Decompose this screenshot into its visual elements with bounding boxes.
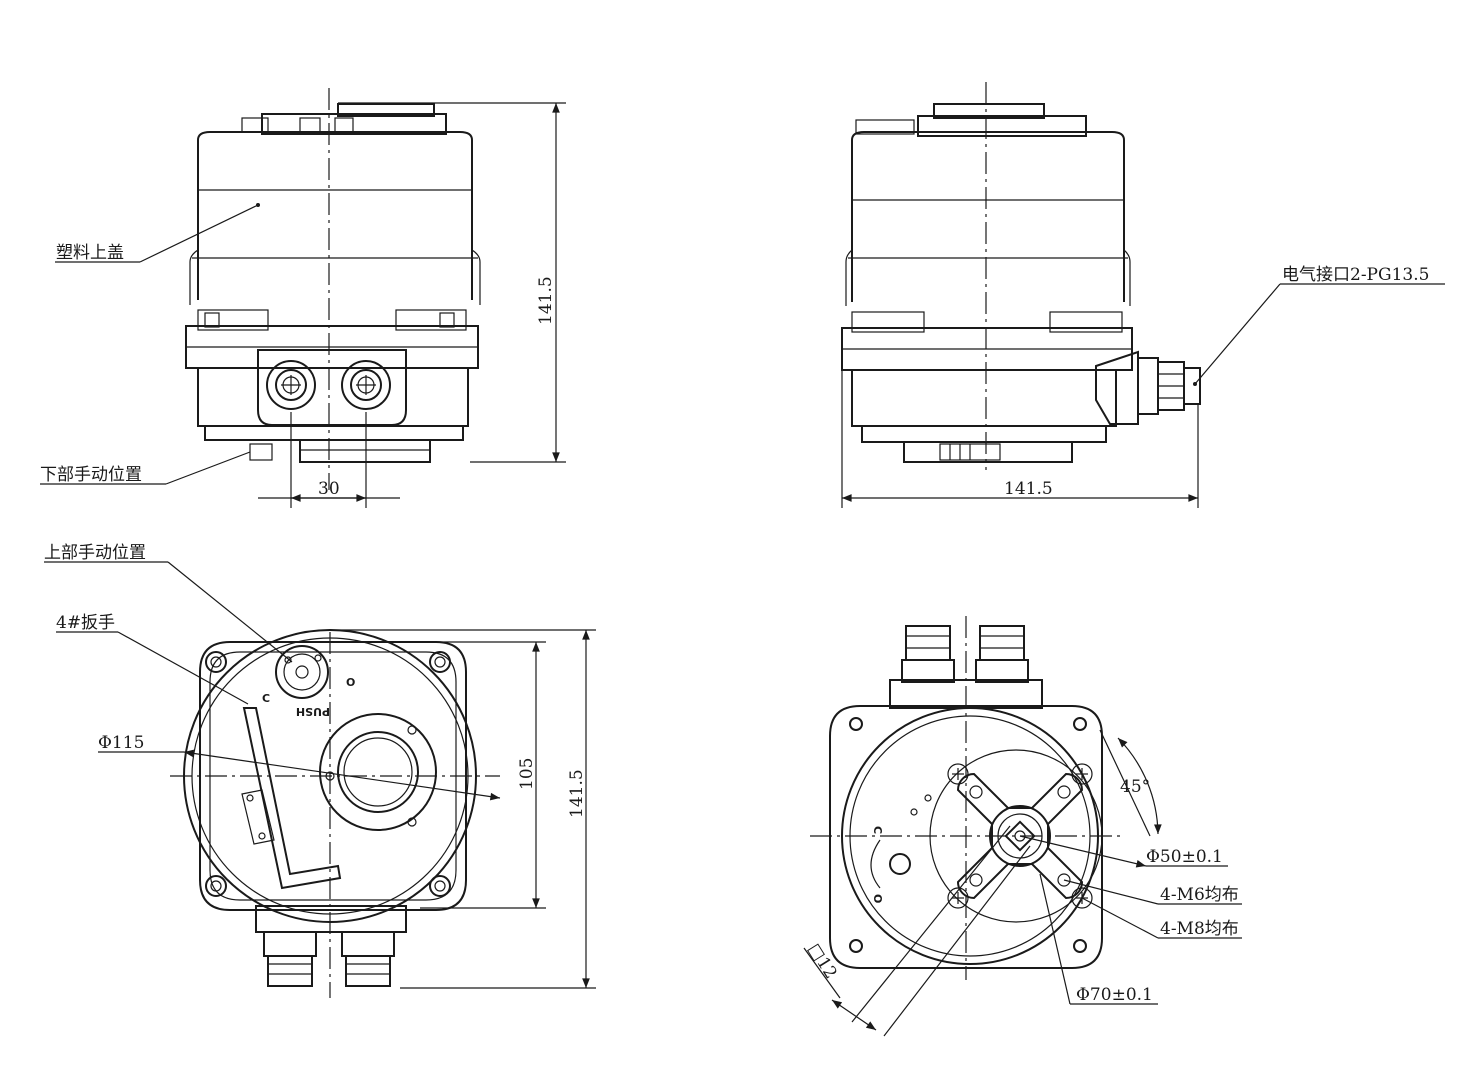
top-plan-view: PUSH C O 上部手动位置 4#扳手 Φ115 105 (44, 543, 596, 998)
dim-bottom-outer: 141.5 (567, 769, 587, 818)
upper-manual-label: 上部手动位置 (44, 543, 146, 563)
dim-bottom-inner: 105 (517, 758, 537, 790)
dim-side-width: 141.5 (1004, 479, 1053, 499)
dim-bottom-diameter: Φ115 (98, 733, 144, 753)
dim-angle: 45° (1120, 777, 1150, 797)
c-mark-2: C (871, 826, 884, 834)
o-mark-2: O (871, 894, 884, 903)
c-mark: C (262, 692, 270, 705)
m8-label: 4-M8均布 (1160, 919, 1239, 939)
plastic-cover-label: 塑料上盖 (56, 243, 124, 263)
dim-port-spacing: 30 (318, 479, 340, 499)
dim-d70: Φ70±0.1 (1076, 985, 1153, 1005)
side-view: 电气接口2-PG13.5 141.5 (841, 82, 1445, 508)
front-view: 塑料上盖 下部手动位置 (40, 88, 566, 508)
lower-manual-label: 下部手动位置 (40, 465, 142, 485)
dim-front-height: 141.5 (536, 276, 556, 325)
dim-square: □12 (804, 940, 841, 983)
bottom-flange-view: C O 45° Φ50±0.1 4-M6均布 4-M8均布 Φ70±0.1 □1… (803, 616, 1242, 1037)
o-mark: O (346, 676, 355, 689)
electrical-port-label: 电气接口2-PG13.5 (1282, 265, 1429, 285)
wrench-label: 4#扳手 (56, 613, 115, 633)
dim-d50: Φ50±0.1 (1146, 847, 1223, 867)
push-text: PUSH (296, 705, 330, 718)
m6-label: 4-M6均布 (1160, 885, 1239, 905)
